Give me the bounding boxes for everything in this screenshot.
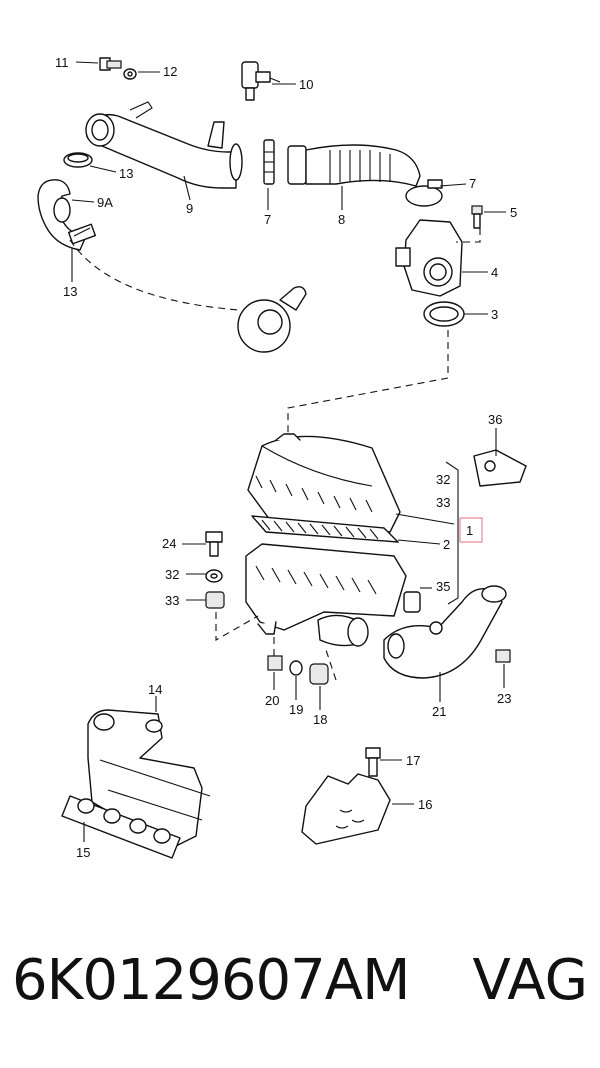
callout-36: 36 (488, 412, 502, 427)
washer-19-part (289, 660, 303, 676)
callout-3: 3 (491, 307, 498, 322)
valve-10-part (241, 61, 281, 101)
air-filter-lid-part (247, 433, 401, 533)
callout-5: 5 (510, 205, 517, 220)
callout-12: 12 (163, 64, 177, 79)
dashed-guide-base (273, 632, 337, 681)
callout-7-small: 7 (264, 212, 271, 227)
turbocharger-part (237, 286, 307, 353)
grommet-18-part (309, 663, 329, 685)
sensor-35-part (403, 591, 421, 613)
callout-23: 23 (497, 691, 511, 706)
dashed-guide-meter (287, 330, 449, 438)
bolt-5-part (471, 205, 483, 229)
bolt-24-part (205, 531, 223, 557)
callout-33-right: 33 (436, 495, 450, 510)
callout-24: 24 (162, 536, 176, 551)
callout-13-lower: 13 (63, 284, 77, 299)
callout-11: 11 (55, 55, 69, 70)
nut-20-part (267, 655, 283, 671)
hose-9-part (85, 101, 243, 189)
bolt-11-part (99, 57, 122, 71)
callout-18: 18 (313, 712, 327, 727)
dashed-guide-upper (69, 239, 241, 311)
callout-9a: 9A (97, 195, 113, 210)
callout-16: 16 (418, 797, 432, 812)
callout-4: 4 (491, 265, 498, 280)
callout-17: 17 (406, 753, 420, 768)
callout-20: 20 (265, 693, 279, 708)
callout-32-left: 32 (165, 567, 179, 582)
bolt-17-part (365, 747, 381, 777)
screw-23-part (495, 649, 511, 663)
callout-1-highlight (459, 517, 483, 543)
intake-elbow-21-part (383, 585, 507, 679)
callout-7-large: 7 (469, 176, 476, 191)
callout-13-upper: 13 (119, 166, 133, 181)
clamp-7-small-part (263, 139, 275, 185)
seal-3-part (423, 301, 465, 327)
callout-32-right: 32 (436, 472, 450, 487)
callout-1: 1 (466, 523, 473, 538)
callout-21: 21 (432, 704, 446, 719)
air-filter-base-part (245, 543, 407, 647)
clamp-7-large-part (405, 179, 443, 207)
callout-15: 15 (76, 845, 90, 860)
grommet-33-part (205, 591, 225, 609)
callout-33-left: 33 (165, 593, 179, 608)
callout-14: 14 (148, 682, 162, 697)
clamp-13-lower-part (67, 223, 97, 245)
brand-name: VAG (472, 948, 588, 1013)
gasket-15-part (61, 795, 181, 859)
washer-12-part (123, 68, 137, 80)
bracket-36-part (473, 449, 527, 487)
housing-4-part (395, 219, 463, 297)
dashed-guide-fasteners (215, 612, 259, 641)
clamp-13-upper-part (63, 152, 93, 168)
filter-element-2-part (251, 515, 399, 543)
part-number: 6K0129607AM (12, 948, 410, 1013)
callout-8: 8 (338, 212, 345, 227)
callout-10: 10 (299, 77, 313, 92)
callout-2: 2 (443, 537, 450, 552)
callout-35: 35 (436, 579, 450, 594)
callout-9: 9 (186, 201, 193, 216)
hose-9a-part (37, 179, 87, 251)
washer-32-part (205, 569, 223, 583)
group-bracket-line (445, 461, 459, 605)
callout-19: 19 (289, 702, 303, 717)
parts-diagram: 11 12 10 13 9A 9 7 8 7 5 4 13 3 36 32 33… (37, 55, 527, 860)
bellows-hose-8-part (287, 144, 421, 187)
dashed-guide-bolt5 (456, 228, 481, 243)
heat-shield-16-part (301, 773, 391, 845)
leader-lines (71, 61, 506, 842)
